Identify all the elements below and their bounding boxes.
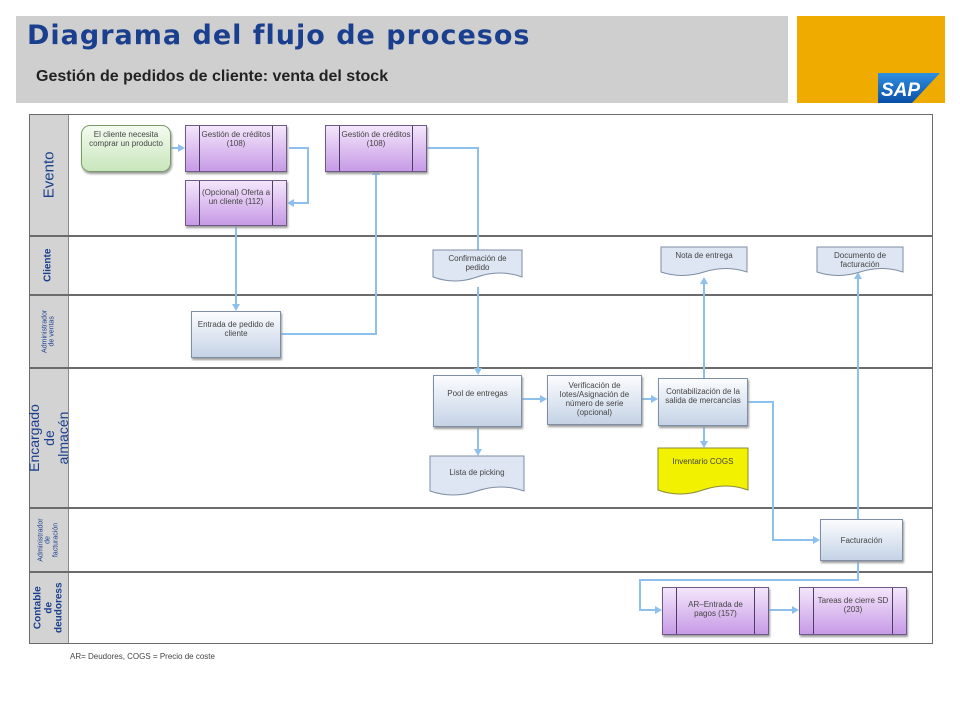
lane-evento: Evento: [29, 114, 933, 236]
shape-label: Gestión de créditos (108): [201, 130, 271, 148]
lane-header: Administrador de ventas: [30, 296, 69, 367]
lane-label-admin-facturacion: Administrador de facturación: [37, 518, 60, 562]
lane-label-cliente: Cliente: [42, 248, 54, 283]
sap-logo: SAP: [878, 73, 940, 103]
lane-header: Contable de deudoress: [30, 573, 69, 643]
process-facturacion[interactable]: Facturación: [820, 519, 903, 561]
shape-label: El cliente necesita comprar un producto: [89, 130, 163, 148]
shape-label: Tareas de cierre SD (203): [817, 596, 889, 614]
footnote: AR= Deudores, COGS = Precio de coste: [70, 652, 215, 661]
process-pool-entregas[interactable]: Pool de entregas: [433, 375, 522, 427]
shape-label: Lista de picking: [449, 468, 505, 477]
shape-label: Nota de entrega: [675, 251, 733, 260]
document-confirmacion-pedido[interactable]: Confirmación de pedido: [432, 249, 523, 284]
shape-label: Entrada de pedido de cliente: [197, 320, 275, 338]
lane-label-admin-ventas: Administrador de ventas: [41, 309, 56, 354]
lane-header: Encargado de almacén: [25, 369, 72, 507]
subprocess-oferta-cliente[interactable]: (Opcional) Oferta a un cliente (112): [185, 180, 287, 226]
document-shape: [816, 246, 904, 276]
process-entrada-pedido[interactable]: Entrada de pedido de cliente: [191, 311, 281, 358]
subprocess-tareas-cierre[interactable]: Tareas de cierre SD (203): [799, 587, 907, 635]
lane-admin-facturacion: Administrador de facturación: [29, 508, 933, 572]
shape-label: Gestión de créditos (108): [341, 130, 411, 148]
document-nota-entrega[interactable]: Nota de entrega: [660, 246, 748, 279]
document-shape: [429, 455, 525, 496]
svg-text:SAP: SAP: [881, 80, 920, 101]
document-documento-facturacion[interactable]: Documento de facturación: [816, 246, 904, 279]
lane-admin-ventas: Administrador de ventas: [29, 295, 933, 368]
subprocess-gestion-creditos-2[interactable]: Gestión de créditos (108): [325, 125, 427, 172]
shape-label: AR–Entrada de pagos (157): [688, 600, 743, 618]
page-title: Diagrama del flujo de procesos: [27, 20, 531, 51]
shape-label: Pool de entregas: [447, 389, 508, 398]
lane-header: Administrador de facturación: [30, 509, 69, 571]
lane-label-almacen: Encargado de almacén: [25, 404, 72, 472]
shape-label: (Opcional) Oferta a un cliente (112): [201, 188, 271, 206]
lane-label-evento: Evento: [40, 151, 58, 199]
shape-label: Documento de facturación: [833, 251, 887, 269]
shape-label: Inventario COGS: [672, 457, 734, 466]
document-shape: [432, 249, 523, 282]
lane-label-contable: Contable de deudoress: [32, 582, 65, 634]
lane-header: Cliente: [30, 237, 69, 294]
shape-label: Contabilización de la salida de mercancí…: [665, 387, 741, 405]
process-contabilizacion-salida[interactable]: Contabilización de la salida de mercancí…: [658, 378, 748, 426]
document-inventario-cogs[interactable]: Inventario COGS: [657, 447, 749, 498]
subprocess-ar-entrada-pagos[interactable]: AR–Entrada de pagos (157): [662, 587, 769, 635]
document-shape: [660, 246, 748, 276]
subprocess-gestion-creditos-1[interactable]: Gestión de créditos (108): [185, 125, 287, 172]
lane-contable: Contable de deudoress: [29, 572, 933, 644]
shape-label: Confirmación de pedido: [448, 254, 507, 272]
document-shape: [657, 447, 749, 495]
shape-label: Facturación: [840, 536, 883, 545]
lane-header: Evento: [30, 115, 69, 235]
header-bar: [16, 16, 788, 103]
document-lista-picking[interactable]: Lista de picking: [429, 455, 525, 498]
process-verificacion-lotes[interactable]: Verificación de lotes/Asignación de núme…: [547, 375, 642, 425]
page-subtitle: Gestión de pedidos de cliente: venta del…: [36, 68, 389, 85]
event-cliente-necesita[interactable]: El cliente necesita comprar un producto: [81, 125, 171, 172]
shape-label: Verificación de lotes/Asignación de núme…: [559, 381, 630, 417]
